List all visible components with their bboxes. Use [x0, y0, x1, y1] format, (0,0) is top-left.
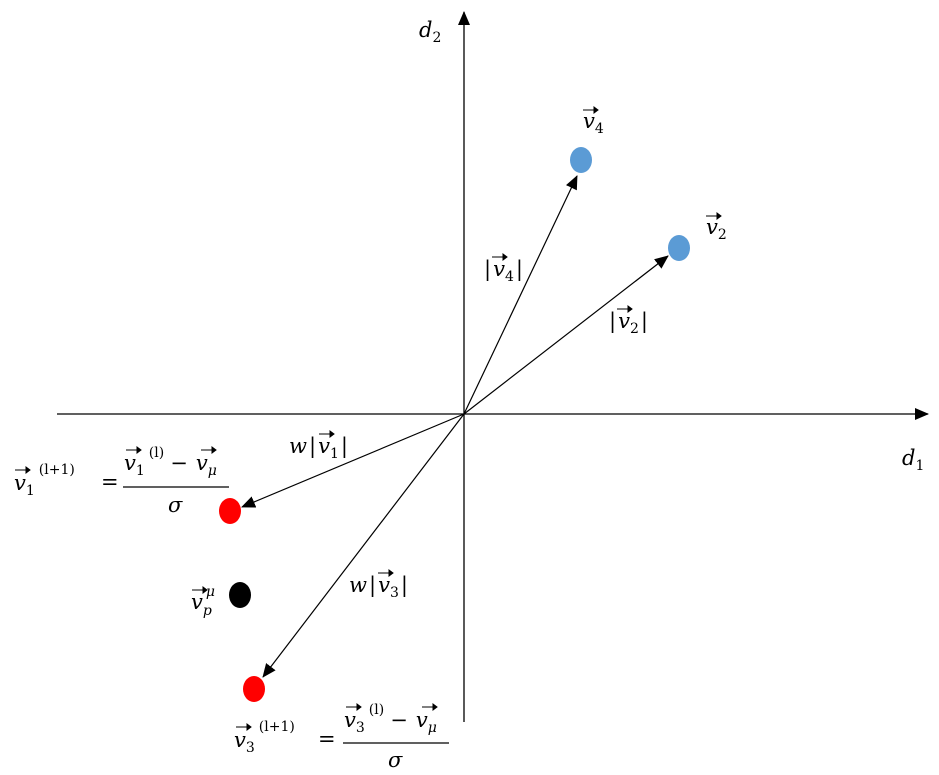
- v3-formula-denominator: σ: [388, 748, 403, 772]
- arrow-v3: [262, 413, 465, 678]
- vp-label: vpμ: [191, 584, 215, 619]
- v2-magnitude-label: |v2|: [609, 309, 648, 337]
- v1-formula-equals: =: [101, 470, 119, 494]
- v1-update-formula: v1(l+1) = v1(l)−vμ σ: [14, 445, 217, 517]
- point-v2: [668, 235, 690, 261]
- v3-magnitude-label: w|v3|: [349, 573, 408, 601]
- v3-formula-lhs: v3(l+1): [234, 719, 295, 756]
- v3-formula-numerator: v3(l)−vμ: [344, 702, 437, 736]
- v2-point-label: v2: [706, 215, 727, 243]
- point-v3: [243, 676, 265, 702]
- v1-formula-lhs: v1(l+1): [14, 462, 75, 499]
- v3-formula-equals: =: [318, 727, 336, 751]
- point-v4: [570, 147, 592, 173]
- arrow-v1: [241, 413, 465, 508]
- point-vp: [229, 582, 251, 608]
- v4-magnitude-label: |v4|: [484, 257, 523, 285]
- v3-update-formula: v3(l+1) = v3(l)−vμ σ: [234, 702, 437, 772]
- v1-formula-numerator: v1(l)−vμ: [124, 445, 217, 479]
- arrow-v4: [463, 175, 578, 415]
- v1-formula-denominator: σ: [168, 493, 183, 517]
- v4-point-label: v4: [583, 109, 604, 137]
- vec-arrows: [15, 106, 722, 731]
- y-axis-label: d2: [419, 18, 441, 46]
- v1-magnitude-label: w|v1|: [289, 434, 348, 462]
- arrow-v2: [463, 255, 669, 415]
- point-v1: [219, 498, 241, 524]
- x-axis-label: d1: [902, 446, 924, 474]
